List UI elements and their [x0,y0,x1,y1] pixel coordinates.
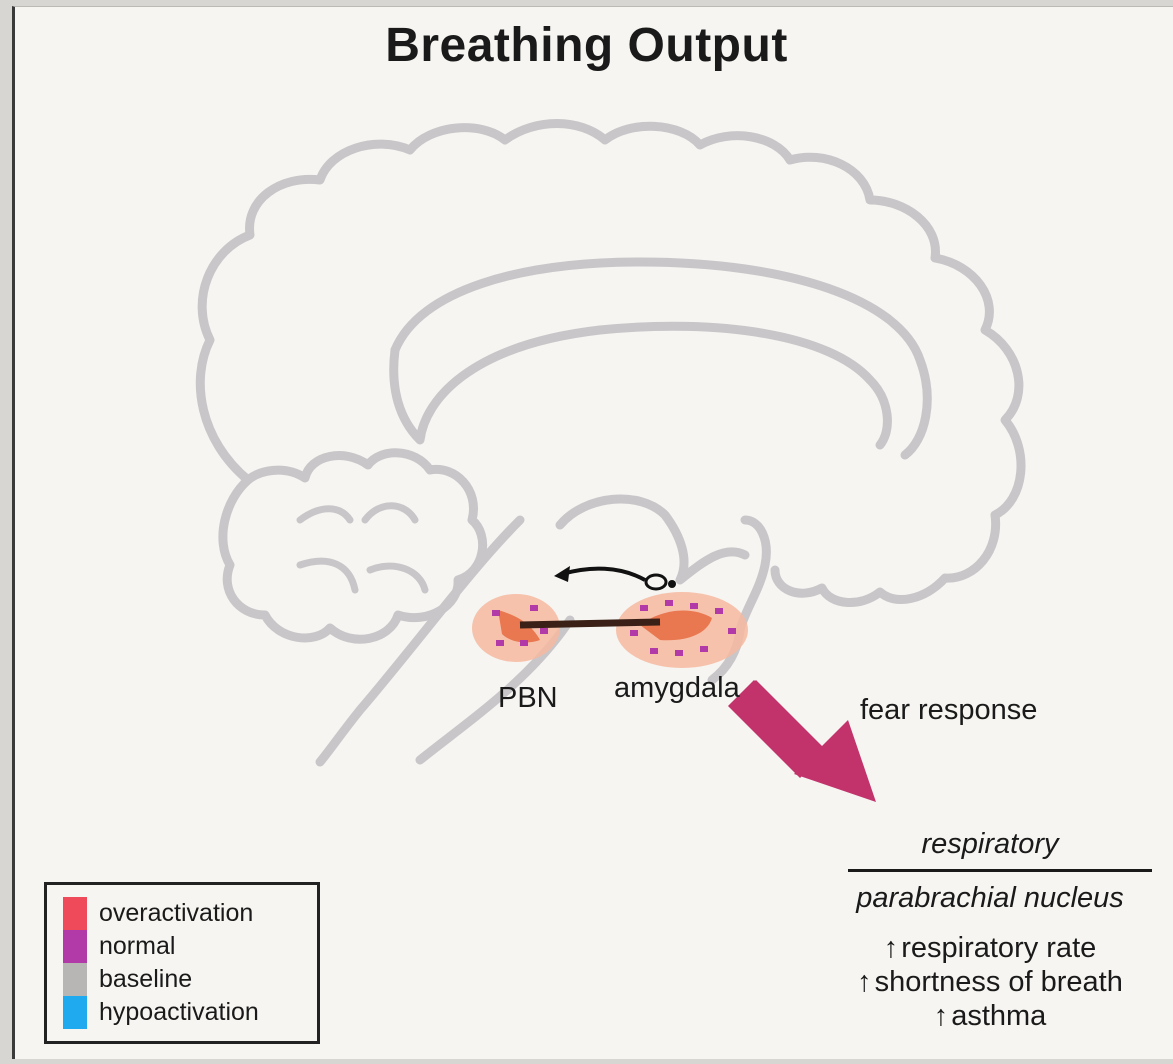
cortex-outline [200,124,1021,603]
parabrachial-subheading: parabrachial nucleus [820,882,1160,915]
up-arrow-icon: ↑ [857,966,872,998]
swatch-normal [63,930,87,963]
legend-item-hypoactivation: hypoactivation [63,996,259,1029]
feedback-arrow [554,566,676,589]
up-arrow-icon: ↑ [934,1000,949,1032]
pbn-amygdala-tract [520,622,660,625]
respiratory-heading: respiratory [820,828,1160,861]
divider-line [848,869,1152,872]
up-arrow-icon: ↑ [884,932,899,964]
swatch-hypoactivation [63,996,87,1029]
cerebellum-folia [300,506,425,590]
ventricle-arc [394,326,888,445]
legend: overactivation normal baseline hypoactiv… [44,882,320,1044]
effect-item: ↑asthma [820,999,1160,1033]
effects-list: ↑respiratory rate ↑shortness of breath ↑… [820,931,1160,1033]
legend-item-baseline: baseline [63,963,192,996]
effect-item: ↑shortness of breath [820,965,1160,999]
legend-item-normal: normal [63,930,175,963]
cerebellum [223,453,483,639]
effect-item: ↑respiratory rate [820,931,1160,965]
swatch-overactivation [63,897,87,930]
fear-response-label: fear response [860,694,1037,727]
pbn-label: PBN [498,682,558,715]
amygdala-label: amygdala [614,672,740,705]
legend-item-overactivation: overactivation [63,897,253,930]
respiratory-summary: respiratory parabrachial nucleus ↑respir… [820,828,1160,1033]
swatch-baseline [63,963,87,996]
fear-response-arrow-body [728,680,826,778]
